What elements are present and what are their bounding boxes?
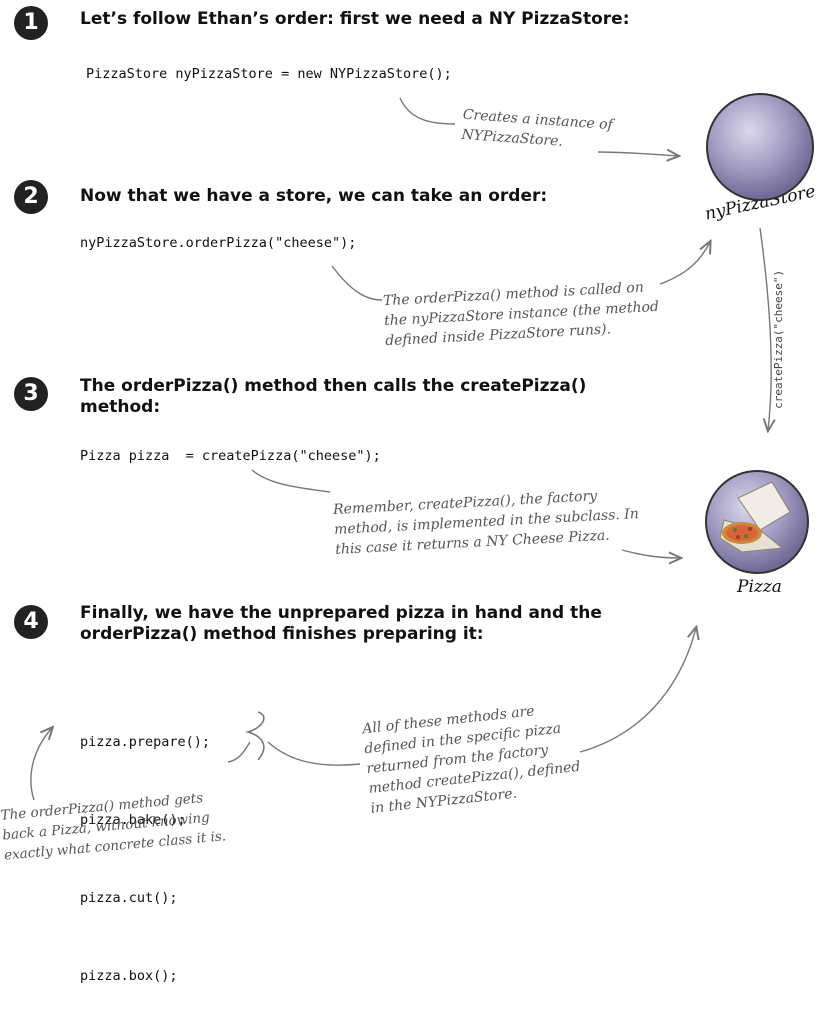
code-line-box: pizza.box(); bbox=[80, 968, 178, 984]
step-1-heading: Let’s follow Ethan’s order: first we nee… bbox=[80, 9, 630, 29]
arrow-to-pizza bbox=[621, 549, 680, 558]
arrow-store-to-pizza bbox=[759, 227, 771, 430]
step-4-heading-line-1: Finally, we have the unprepared pizza in… bbox=[80, 603, 602, 623]
connector-line-2 bbox=[331, 265, 383, 301]
step-4-heading-line-2: orderPizza() method finishes preparing i… bbox=[80, 624, 484, 644]
store-sphere bbox=[706, 93, 814, 201]
connector-line-1 bbox=[399, 97, 456, 125]
connector-line-4 bbox=[267, 741, 361, 766]
brace-tail bbox=[227, 741, 251, 763]
diagram-graphics bbox=[30, 93, 814, 801]
pizza-object-label: Pizza bbox=[737, 577, 782, 597]
connector-line-3 bbox=[251, 469, 331, 493]
code-line-1: PizzaStore nyPizzaStore = new NYPizzaSto… bbox=[86, 66, 452, 82]
step-3-heading-line-1: The orderPizza() method then calls the c… bbox=[80, 376, 587, 396]
step-4-heading: Finally, we have the unprepared pizza in… bbox=[80, 603, 602, 645]
code-line-cut: pizza.cut(); bbox=[80, 890, 178, 906]
step-1-number: 1 bbox=[14, 6, 48, 40]
code-line-3: Pizza pizza = createPizza("cheese"); bbox=[80, 448, 381, 464]
arrow-note5-to-code bbox=[30, 728, 52, 801]
arrow-to-store bbox=[597, 152, 678, 156]
step-3-heading: The orderPizza() method then calls the c… bbox=[80, 376, 586, 418]
arrow-note4-to-pizza bbox=[579, 628, 696, 753]
code-line-2: nyPizzaStore.orderPizza("cheese"); bbox=[80, 235, 357, 251]
step-2-number: 2 bbox=[14, 180, 48, 214]
code-line-bake: pizza.bake(); bbox=[80, 812, 186, 828]
step-3-heading-line-2: method: bbox=[80, 397, 161, 417]
step-4-number: 4 bbox=[14, 605, 48, 639]
step-2-heading: Now that we have a store, we can take an… bbox=[80, 186, 548, 206]
methods-brace bbox=[245, 711, 265, 761]
step-3-number: 3 bbox=[14, 377, 48, 411]
pizza-box-icon bbox=[719, 481, 791, 553]
arrow-note2-to-store bbox=[659, 242, 710, 285]
code-line-prepare: pizza.prepare(); bbox=[80, 734, 211, 750]
